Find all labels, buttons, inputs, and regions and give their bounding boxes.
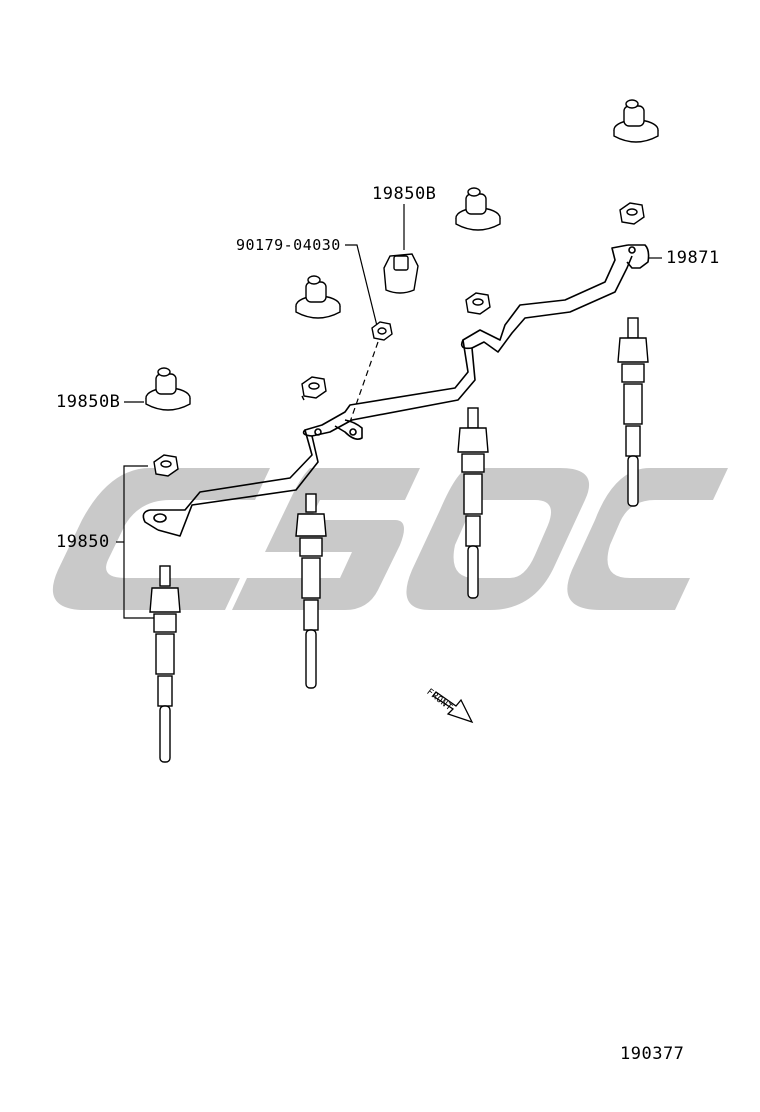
cap-mid-left — [295, 275, 341, 319]
nuts — [153, 202, 645, 477]
figure-number: 190377 — [620, 1044, 685, 1064]
glow-plug-4 — [617, 317, 649, 507]
label-19850: 19850 — [56, 532, 110, 552]
glow-plug-2 — [295, 493, 327, 689]
label-19871: 19871 — [666, 248, 720, 268]
glow-plug-3 — [457, 407, 489, 599]
label-19850b-top: 19850B — [372, 184, 437, 204]
cap-left — [145, 367, 191, 411]
watermark-logo — [52, 468, 728, 610]
nut-1 — [301, 376, 327, 401]
nut-leader — [345, 244, 379, 423]
leaders — [116, 204, 662, 619]
connector-caps — [145, 99, 659, 411]
glow-plugs — [149, 317, 649, 763]
cap-top-mid — [455, 187, 501, 231]
cap-top-right — [613, 99, 659, 143]
label-19850b-left: 19850B — [56, 392, 121, 412]
nut-90179 — [371, 321, 393, 341]
nut-3 — [619, 202, 645, 225]
glow-plug-1 — [149, 565, 181, 763]
label-90179-04030: 90179-04030 — [236, 236, 341, 254]
bus-bar — [142, 244, 650, 537]
nut-4 — [153, 454, 179, 477]
nut-2 — [465, 292, 491, 315]
cap-center — [383, 253, 419, 294]
front-arrow — [432, 691, 474, 724]
